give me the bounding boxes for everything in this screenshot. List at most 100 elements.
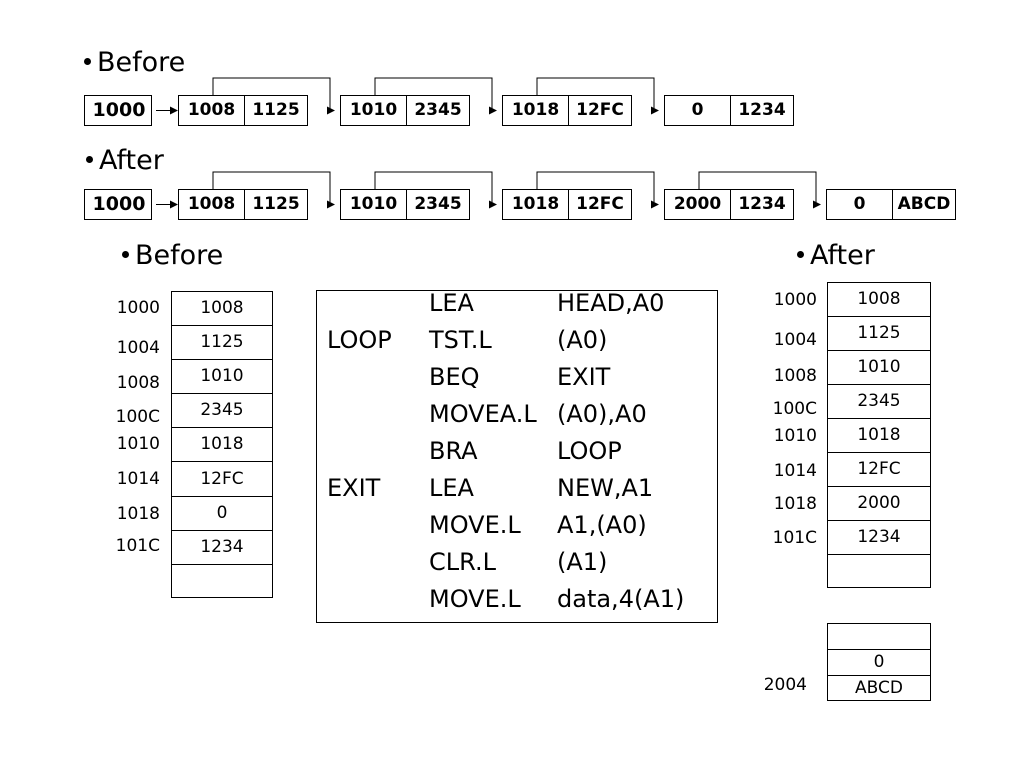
code-operand: (A0),A0: [557, 400, 647, 428]
list-node: 1010 2345: [340, 189, 470, 220]
memory-cell: 12FC: [172, 463, 272, 497]
node-pointer-arrow: [212, 171, 335, 209]
memory-cell: 12FC: [828, 453, 930, 487]
list-node: 1008 1125: [178, 189, 308, 220]
memory-after-heading: After: [797, 240, 875, 271]
memory-address-label: 1000: [116, 298, 160, 318]
memory-cell: 1234: [828, 521, 930, 555]
memory-cell: 1234: [172, 531, 272, 565]
head-pointer-box: 1000: [84, 95, 152, 126]
code-opcode: TST.L: [429, 326, 492, 354]
node-data-field: 2345: [414, 100, 462, 120]
memory-cell: 1010: [172, 360, 272, 395]
memory-cell: 0: [172, 497, 272, 531]
list-node: 1018 12FC: [502, 95, 632, 126]
node-next-field: 1018: [503, 96, 569, 125]
list-node: 1008 1125: [178, 95, 308, 126]
node-next-field: 1010: [341, 190, 407, 219]
list-node: 1010 2345: [340, 95, 470, 126]
memory-address-label: 1018: [116, 504, 160, 524]
code-operand: data,4(A1): [557, 585, 685, 613]
memory-before-heading: Before: [122, 240, 223, 271]
memory-address-label: 100C: [772, 399, 817, 419]
node-next-field: 1008: [179, 190, 245, 219]
memory-address-label: 1004: [116, 338, 160, 358]
node-data-field: ABCD: [897, 194, 951, 214]
code-operand: HEAD,A0: [557, 289, 665, 317]
list-node: 2000 1234: [664, 189, 794, 220]
node-data-field: 1125: [252, 194, 300, 214]
memory-cell: 2000: [828, 487, 930, 521]
code-label: EXIT: [327, 474, 381, 502]
memory-address-label: 101C: [772, 528, 817, 548]
node-pointer-arrow: [374, 171, 497, 209]
memory-cell: 1125: [828, 317, 930, 351]
memory-cell: 1125: [172, 326, 272, 361]
new-node-cell: 0: [828, 650, 930, 676]
code-operand: LOOP: [557, 437, 622, 465]
code-opcode: BRA: [429, 437, 478, 465]
node-pointer-arrow: [698, 171, 821, 209]
code-opcode: LEA: [429, 289, 474, 317]
head-pointer-value: 1000: [92, 99, 146, 121]
memory-cell: 1008: [828, 283, 930, 317]
memory-cell: 1008: [172, 292, 272, 327]
memory-address-label: 1004: [773, 330, 817, 350]
bullet-icon: [86, 155, 93, 163]
memory-cell: 1018: [828, 419, 930, 453]
node-next-field: 1018: [503, 190, 569, 219]
code-opcode: MOVE.L: [429, 511, 521, 539]
memory-cell: 1010: [828, 351, 930, 385]
top-after-heading: After: [86, 145, 164, 176]
code-opcode: MOVEA.L: [429, 400, 537, 428]
code-operand: (A0): [557, 326, 608, 354]
code-label: LOOP: [327, 326, 392, 354]
memory-address-label: 1018: [773, 494, 817, 514]
list-node: 0 1234: [664, 95, 794, 126]
memory-cell: 2345: [172, 394, 272, 429]
memory-address-label: 1014: [116, 469, 160, 489]
code-opcode: BEQ: [429, 363, 480, 391]
node-next-field: 0: [665, 96, 731, 125]
memory-cell: 2345: [828, 385, 930, 419]
node-pointer-arrow: [212, 77, 335, 115]
memory-address-label: 1008: [773, 366, 817, 386]
top-before-heading: Before: [84, 47, 185, 78]
new-node-address-label: 2004: [763, 675, 807, 695]
node-data-field: 12FC: [576, 100, 624, 120]
node-pointer-arrow: [536, 171, 659, 209]
node-next-field: 1008: [179, 96, 245, 125]
memory-cell: 1018: [172, 428, 272, 463]
node-data-field: 1234: [738, 194, 786, 214]
memory-address-label: 1010: [116, 434, 160, 454]
bullet-icon: [122, 250, 129, 258]
node-next-field: 2000: [665, 190, 731, 219]
node-data-field: 1234: [738, 100, 786, 120]
head-pointer-value: 1000: [92, 193, 146, 215]
code-operand: EXIT: [557, 363, 611, 391]
node-next-field: 0: [827, 190, 893, 219]
bullet-icon: [84, 57, 91, 65]
code-opcode: CLR.L: [429, 548, 496, 576]
memory-address-label: 1000: [773, 290, 817, 310]
memory-cell: [828, 555, 930, 589]
node-data-field: 1125: [252, 100, 300, 120]
node-pointer-arrow: [374, 77, 497, 115]
node-next-field: 1010: [341, 96, 407, 125]
code-operand: A1,(A0): [557, 511, 647, 539]
code-operand: (A1): [557, 548, 608, 576]
memory-address-label: 1008: [116, 373, 160, 393]
node-pointer-arrow: [536, 77, 659, 115]
new-node-cell: [828, 624, 930, 650]
bullet-icon: [797, 250, 804, 258]
memory-cell: [172, 565, 272, 599]
code-operand: NEW,A1: [557, 474, 654, 502]
node-data-field: 2345: [414, 194, 462, 214]
